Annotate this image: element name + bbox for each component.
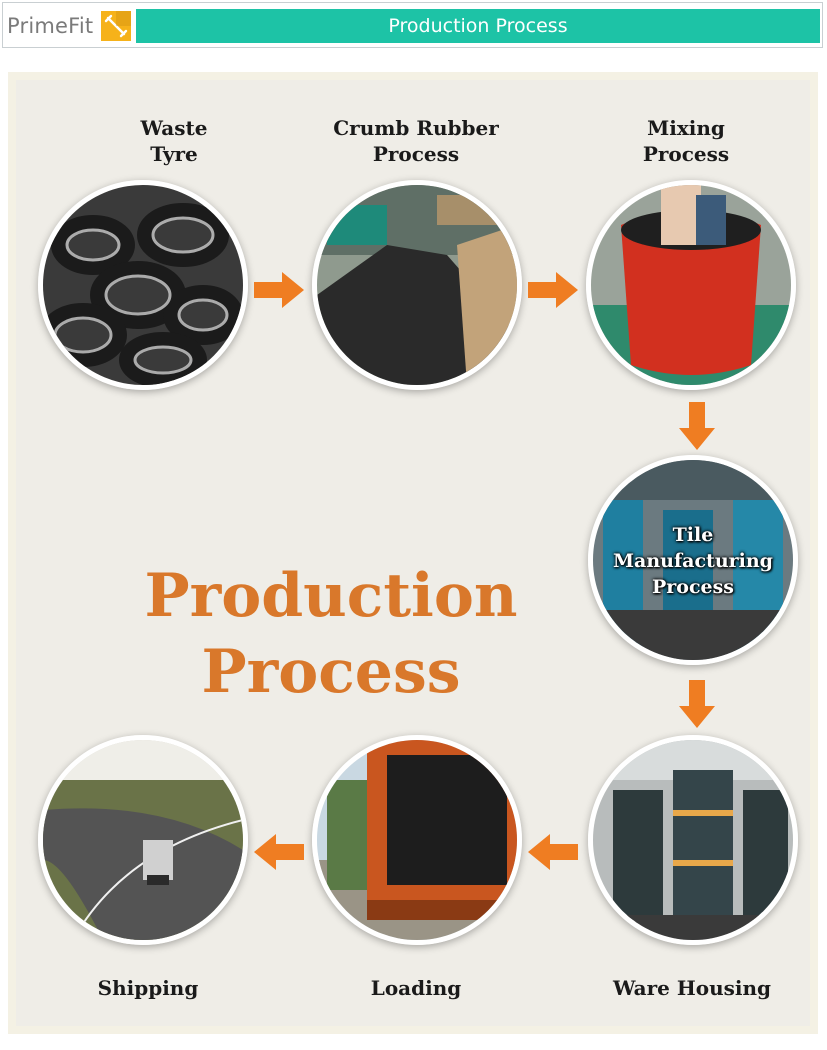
arrow-left-icon [254, 834, 304, 870]
loading-image [312, 735, 522, 945]
step-label-line: Manufacturing [613, 550, 773, 572]
arrow-down-icon [679, 680, 715, 728]
main-title: Production Process [106, 558, 556, 710]
step-label-line: Tyre [150, 142, 198, 166]
step-label-line: Waste [140, 116, 208, 140]
main-title-line: Production [144, 561, 518, 631]
step-label-tile-manufacturing: Tile Manufacturing Process [593, 522, 793, 600]
crumb-rubber-image [312, 180, 522, 390]
step-label-crumb-rubber: Crumb Rubber Process [326, 115, 506, 167]
step-label-ware-housing: Ware Housing [612, 976, 772, 1000]
step-label-shipping: Shipping [97, 976, 199, 1000]
shipping-image [38, 735, 248, 945]
main-title-line: Process [201, 637, 461, 707]
step-label-loading: Loading [370, 976, 462, 1000]
process-diagram-panel: Waste Tyre [8, 72, 818, 1034]
mixing-image [586, 180, 796, 390]
ware-housing-image [588, 735, 798, 945]
arrow-down-icon [679, 402, 715, 450]
step-label-line: Tile [672, 524, 714, 546]
brand-logo-text: PrimeFit [7, 14, 94, 38]
step-label-waste-tyre: Waste Tyre [94, 115, 254, 167]
page-title: Production Process [388, 15, 568, 37]
page-title-bar: Production Process [136, 9, 820, 43]
arrow-right-icon [254, 272, 304, 308]
step-label-line: Mixing [647, 116, 725, 140]
step-label-line: Crumb Rubber [333, 116, 499, 140]
waste-tyre-image [38, 180, 248, 390]
tile-manufacturing-image: Tile Manufacturing Process [588, 455, 798, 665]
logo-mark-icon [101, 11, 131, 41]
step-label-line: Process [372, 142, 460, 166]
page-header: PrimeFit Production Process [2, 2, 823, 48]
arrow-left-icon [528, 834, 578, 870]
step-label-mixing: Mixing Process [606, 115, 766, 167]
step-label-line: Process [651, 576, 735, 598]
step-label-line: Process [642, 142, 730, 166]
arrow-right-icon [528, 272, 578, 308]
